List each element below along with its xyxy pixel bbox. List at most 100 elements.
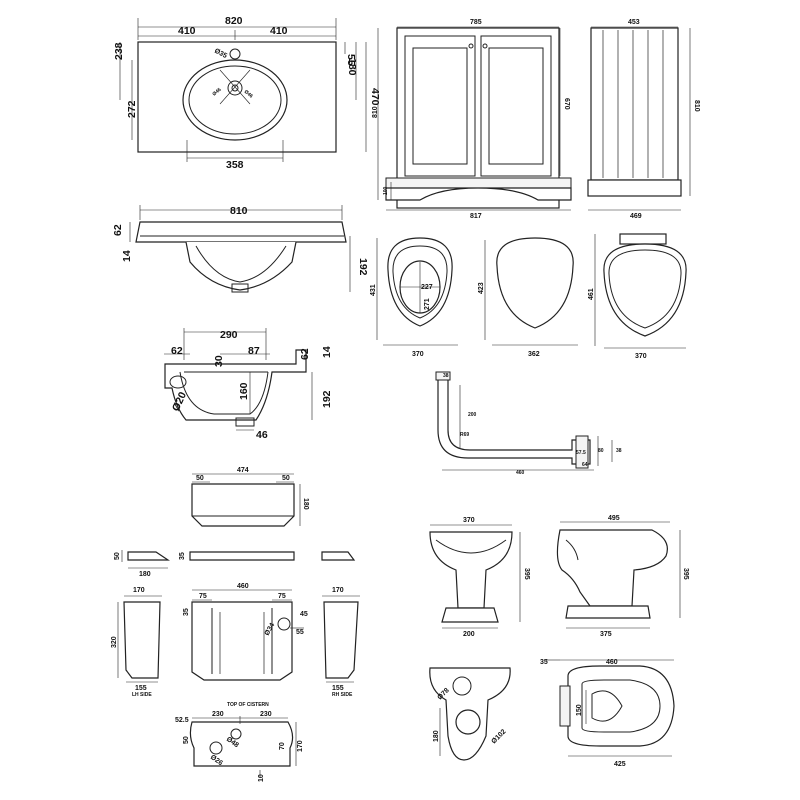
seat-431: 431 [370, 284, 377, 296]
dim-238: 238 [113, 42, 125, 60]
plan-35: 35 [540, 659, 548, 666]
seat-inner-271: 271 [424, 298, 431, 310]
cistern-50-left: 50 [196, 475, 204, 482]
cistern-75-left: 75 [199, 593, 207, 600]
dim-160: 160 [238, 382, 250, 400]
dim-469: 469 [630, 213, 642, 220]
cistern-lh-side: 170 320 155 LH SIDE [111, 587, 162, 698]
pipe-80: 80 [598, 448, 604, 454]
pan-375: 375 [600, 631, 612, 638]
cistern-460: 460 [237, 583, 249, 590]
vanity-side-view: 453 469 810 [587, 19, 700, 220]
pan-200: 200 [463, 631, 475, 638]
pan-395-side: 395 [682, 568, 689, 580]
dim-100: 100 [383, 186, 389, 195]
lh-155: 155 [135, 685, 147, 692]
dim-192-section: 192 [321, 390, 333, 408]
plan-170: 170 [297, 740, 304, 752]
dim-62-right: 62 [299, 348, 311, 360]
seat-461: 461 [588, 288, 595, 300]
plan-425: 425 [614, 761, 626, 768]
dim-470: 470 [369, 88, 381, 106]
seat-423: 423 [478, 282, 485, 294]
seat-362: 362 [528, 351, 540, 358]
lid-180: 180 [139, 571, 151, 578]
pipe-64: 64 [582, 462, 588, 468]
pipe-r69: R69 [460, 432, 469, 438]
pan-rear-view: Ø78 180 Ø102 [429, 667, 511, 761]
dim-290: 290 [220, 329, 238, 341]
dim-670: 670 [563, 98, 570, 110]
lid-35: 35 [179, 552, 186, 560]
rear-dia102: Ø102 [490, 728, 507, 745]
pan-front-view: 370 395 200 [429, 517, 530, 638]
seat-open-view: 227 271 431 370 [370, 237, 458, 358]
pan-side-view: 495 395 375 [556, 515, 689, 638]
plan-460: 460 [606, 659, 618, 666]
plan-10: 10 [258, 774, 265, 782]
flush-pipe-view: 38 200 R69 57.5 80 38 64 460 [435, 371, 622, 476]
cistern-180: 180 [302, 498, 309, 510]
seat-lid-view: 461 370 [588, 233, 687, 360]
cistern-45: 45 [300, 611, 308, 618]
waste-dia-a: Ø46 [211, 87, 222, 98]
cistern-474: 474 [237, 467, 249, 474]
pipe-57-5: 57.5 [576, 450, 586, 456]
vanity-front-view: 785 817 810 670 100 [372, 19, 572, 220]
seat-370-b: 370 [635, 353, 647, 360]
plan-230-left: 230 [212, 711, 224, 718]
plan-50: 50 [183, 736, 190, 744]
plan-150: 150 [576, 704, 583, 716]
cistern-rh-side: 170 155 RH SIDE [322, 587, 360, 698]
pan-495: 495 [608, 515, 620, 522]
cistern-35: 35 [183, 608, 190, 616]
dim-87: 87 [248, 345, 260, 357]
dim-46: 46 [256, 429, 268, 441]
rh-label: RH SIDE [332, 692, 353, 698]
dim-14-right: 14 [321, 346, 333, 358]
basin-top-view: 820 410 410 Ø35 Ø46 Ø46 55 180 470 238 2… [113, 15, 381, 171]
dim-785: 785 [470, 19, 482, 26]
cistern-55: 55 [296, 629, 304, 636]
dim-180: 180 [346, 58, 358, 76]
lid-50: 50 [114, 552, 121, 560]
lh-320: 320 [111, 636, 118, 648]
cistern-front-view: 460 35 75 75 Ø34 45 55 [183, 583, 308, 681]
dim-55: 55 [345, 54, 357, 66]
rh-170: 170 [332, 587, 344, 594]
plan-70: 70 [279, 742, 286, 750]
seat-inner-227: 227 [421, 284, 433, 291]
dim-62: 62 [112, 224, 124, 236]
plan-52-5: 52.5 [175, 717, 189, 724]
plan-label: TOP OF CISTERN [227, 702, 269, 708]
pipe-38-end: 38 [616, 448, 622, 454]
lh-170: 170 [133, 587, 145, 594]
cistern-50-right: 50 [282, 475, 290, 482]
dim-820: 820 [225, 15, 243, 27]
dim-192: 192 [357, 258, 369, 276]
rh-155: 155 [332, 685, 344, 692]
plan-230-right: 230 [260, 711, 272, 718]
pan-370: 370 [463, 517, 475, 524]
dim-810-side: 810 [693, 100, 700, 112]
dim-272: 272 [126, 100, 138, 118]
dim-810-basin: 810 [230, 205, 248, 217]
waste-dia-b: Ø46 [243, 89, 254, 100]
dim-62-left: 62 [171, 345, 183, 357]
seat-closed-view: 423 362 [478, 237, 578, 358]
lh-label: LH SIDE [132, 692, 152, 698]
dim-810: 810 [372, 106, 379, 118]
dim-453: 453 [628, 19, 640, 26]
pipe-200: 200 [468, 412, 477, 418]
dim-410-right: 410 [270, 25, 288, 37]
basin-section-view: 290 62 30 87 62 14 160 192 Ø20 46 [164, 328, 333, 441]
pan-plan-view: 460 35 150 425 [540, 659, 675, 768]
pipe-38-top: 38 [443, 373, 449, 379]
pipe-460: 460 [516, 470, 525, 476]
cistern-top-view: 474 50 50 180 [191, 467, 309, 527]
dim-14: 14 [121, 250, 133, 262]
dim-358: 358 [226, 159, 244, 171]
pan-395-front: 395 [523, 568, 530, 580]
dim-410-left: 410 [178, 25, 196, 37]
